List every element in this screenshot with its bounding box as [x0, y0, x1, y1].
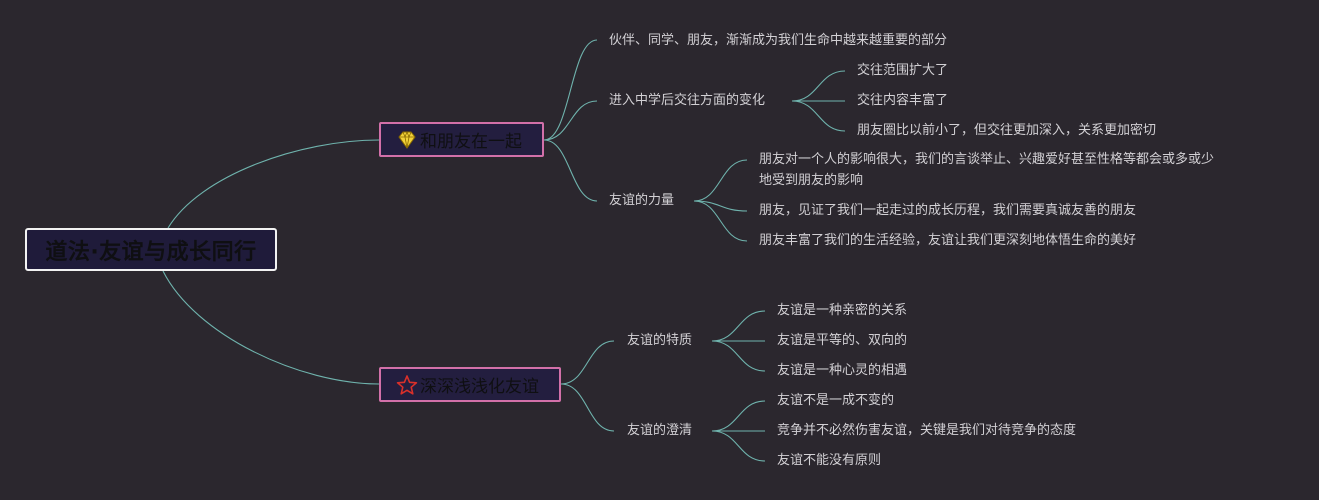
connector-line — [167, 139, 380, 229]
leaf-topic[interactable]: 友谊是一种心灵的相遇 — [777, 363, 908, 378]
leaf-topic[interactable]: 朋友，见证了我们一起走过的成长历程，我们需要真诚友善的朋友 — [759, 203, 1137, 218]
branch-topic-friendship[interactable]: 深深浅浅化友谊 — [379, 367, 561, 402]
connector-line — [711, 310, 766, 342]
leaf-topic[interactable]: 交往范围扩大了 — [857, 63, 949, 78]
connector-line — [791, 70, 846, 102]
leaf-topic[interactable]: 友谊是一种亲密的关系 — [777, 303, 908, 318]
subtopic-nature-of-friendship[interactable]: 友谊的特质 — [627, 333, 693, 348]
leaf-topic[interactable]: 朋友丰富了我们的生活经验，友谊让我们更深刻地体悟生命的美好 — [759, 233, 1137, 248]
connector-line — [543, 100, 598, 141]
leaf-topic[interactable]: 朋友对一个人的影响很大，我们的言谈举止、兴趣爱好甚至性格等都会或多或少 — [759, 152, 1215, 167]
leaf-topic[interactable]: 交往内容丰富了 — [857, 93, 949, 108]
connector-line — [693, 200, 748, 242]
branch-topic-label: 和朋友在一起 — [420, 132, 522, 152]
connector-line — [162, 270, 380, 385]
subtopic-friends-important[interactable]: 伙伴、同学、朋友，渐渐成为我们生命中越来越重要的部分 — [609, 33, 948, 48]
connector-line — [560, 383, 615, 432]
leaf-topic[interactable]: 友谊不能没有原则 — [777, 453, 882, 468]
connector-line — [560, 340, 615, 385]
connector-line — [543, 139, 598, 202]
connector-line — [711, 430, 766, 462]
subtopic-middle-school-changes[interactable]: 进入中学后交往方面的变化 — [609, 93, 766, 108]
connector-line — [711, 340, 766, 372]
leaf-topic[interactable]: 竞争并不必然伤害友谊，关键是我们对待竞争的态度 — [777, 423, 1077, 438]
branch-topic-label: 深深浅浅化友谊 — [420, 377, 539, 397]
diamond-icon — [396, 129, 418, 151]
star-icon — [396, 374, 418, 396]
subtopic-clarifying-friendship[interactable]: 友谊的澄清 — [627, 423, 693, 438]
subtopic-power-of-friendship[interactable]: 友谊的力量 — [609, 193, 675, 208]
leaf-topic[interactable]: 友谊是平等的、双向的 — [777, 333, 908, 348]
leaf-topic-continued: 地受到朋友的影响 — [759, 173, 864, 188]
connector-line — [711, 400, 766, 432]
connector-line — [791, 100, 846, 132]
branch-topic-friends[interactable]: 和朋友在一起 — [379, 122, 544, 157]
root-topic[interactable]: 道法·友谊与成长同行 — [25, 228, 277, 271]
leaf-topic[interactable]: 友谊不是一成不变的 — [777, 393, 895, 408]
connector-line — [693, 159, 748, 202]
connector-line — [543, 39, 598, 141]
leaf-topic[interactable]: 朋友圈比以前小了，但交往更加深入，关系更加密切 — [857, 123, 1157, 138]
